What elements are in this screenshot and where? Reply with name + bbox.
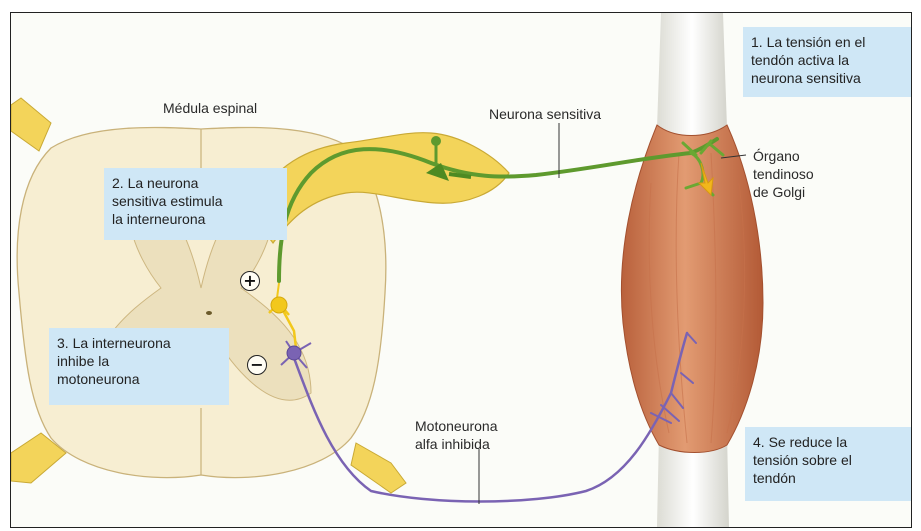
motor-neuron-label: Motoneurona alfa inhibida (415, 417, 498, 453)
sensory-soma (431, 136, 441, 146)
spinal-cord-label: Médula espinal (163, 99, 257, 117)
interneuron-soma (271, 297, 287, 313)
muscle-belly (621, 125, 763, 453)
step-4-box: 4. Se reduce la tensión sobre el tendón (745, 427, 911, 501)
tendon-top (657, 13, 727, 135)
excitatory-sign: + (240, 271, 260, 291)
step-1-box: 1. La tensión en el tendón activa la neu… (743, 27, 911, 97)
step-2-box: 2. La neurona sensitiva estimula la inte… (104, 168, 287, 240)
step-3-box: 3. La interneurona inhibe la motoneurona (49, 328, 229, 405)
spinal-nerve-root-bottom-right (351, 443, 406, 493)
motor-neuron-soma (287, 346, 301, 360)
inhibitory-sign: − (247, 355, 267, 375)
central-canal (206, 311, 212, 315)
reflex-diagram: Médula espinal Neurona sensitiva Órgano … (10, 12, 912, 528)
spinal-nerve-root-top-left (11, 98, 51, 151)
muscle (621, 13, 763, 527)
golgi-organ-label: Órgano tendinoso de Golgi (753, 147, 814, 201)
sensory-neuron-label: Neurona sensitiva (489, 105, 601, 123)
